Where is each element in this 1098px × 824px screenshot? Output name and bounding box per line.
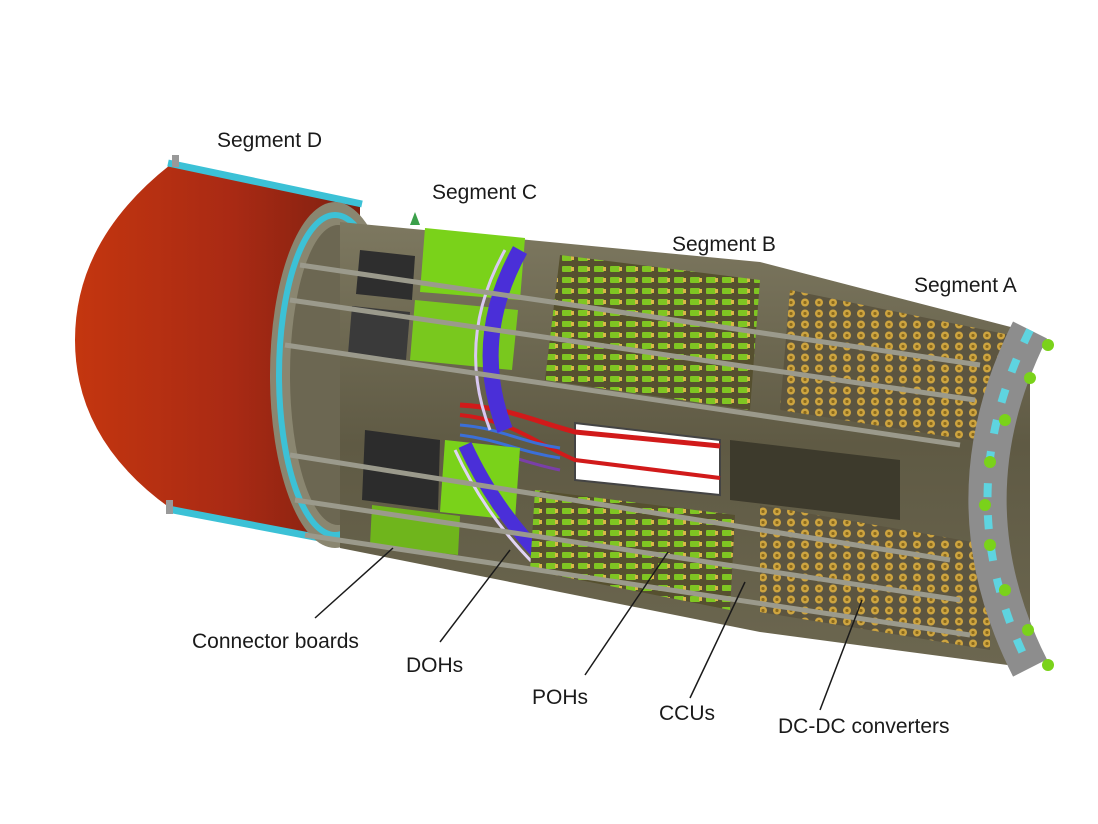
label-connector-boards: Connector boards [192,630,359,653]
label-segment-d: Segment D [217,129,323,152]
label-segment-b: Segment B [672,233,776,256]
label-dohs: DOHs [406,654,464,677]
support-rails [284,262,981,638]
label-pohs: POHs [532,686,589,709]
label-segment-a: Segment A [914,274,1017,297]
callout-lines [314,547,863,711]
label-dcdc-converters: DC-DC converters [778,715,950,738]
end-flange [968,321,1054,677]
label-ccus: CCUs [659,702,715,725]
label-segment-c: Segment C [432,181,538,204]
